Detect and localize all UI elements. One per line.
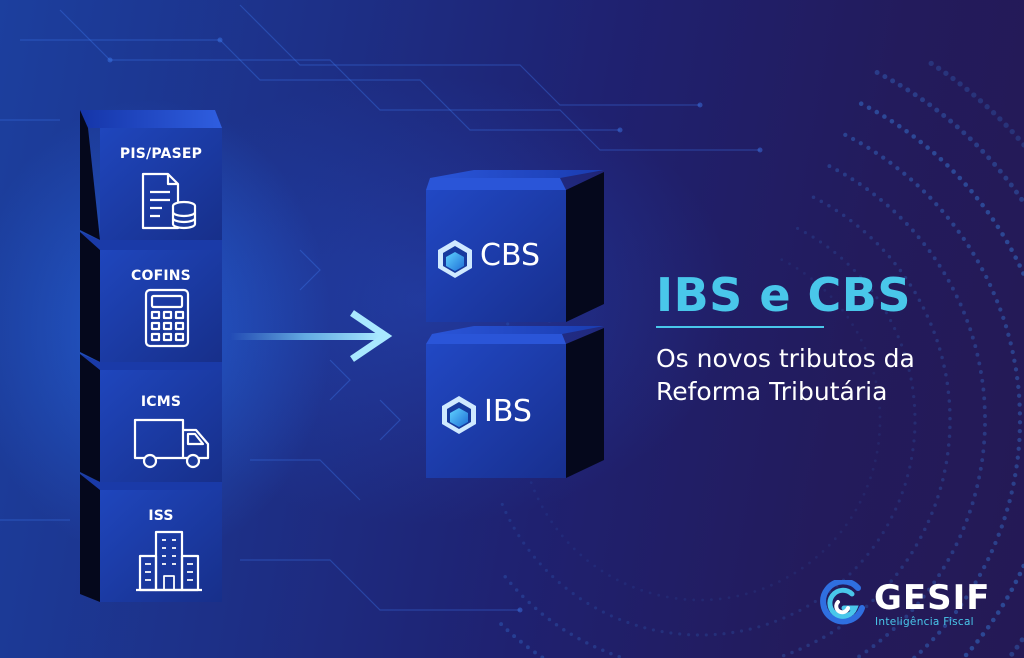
stack-label-pis-pasep: PIS/PASEP [119, 146, 203, 162]
gesif-logo-icon [820, 580, 865, 625]
brand-name: GESIF [874, 578, 991, 618]
cube-label-cbs: CBS [480, 238, 541, 273]
stack-label-icms: ICMS [140, 394, 182, 410]
headline: IBS e CBS [656, 268, 911, 322]
cube-icms [80, 354, 222, 482]
cube-iss [80, 474, 222, 602]
cube-icon [438, 240, 472, 278]
stack-label-cofins: COFINS [131, 268, 191, 284]
subline: Os novos tributos da Reforma Tributária [656, 342, 996, 408]
tax-stack [80, 110, 222, 602]
stack-label-iss: ISS [148, 508, 174, 524]
truck-icon [133, 418, 210, 469]
cube-icon [442, 396, 476, 434]
subline-line-2: Reforma Tributária [656, 377, 888, 406]
calculator-icon [144, 288, 190, 348]
document-database-icon [141, 172, 197, 230]
subline-line-1: Os novos tributos da [656, 344, 915, 373]
cube-ibs [426, 326, 604, 478]
brand-logo: GESIF Inteligência Fiscal [818, 578, 1008, 628]
brand-tagline: Inteligência Fiscal [875, 616, 974, 628]
cube-cbs [426, 170, 604, 322]
buildings-icon [136, 530, 202, 592]
cube-label-ibs: IBS [484, 394, 532, 429]
headline-underline [656, 326, 824, 328]
